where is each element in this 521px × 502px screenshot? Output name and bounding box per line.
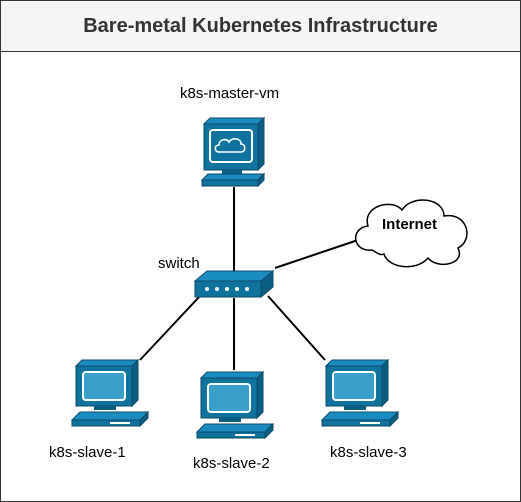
internet-label: Internet xyxy=(382,216,438,233)
cloud-icon xyxy=(355,199,468,268)
desktop-computer-icon xyxy=(196,371,274,439)
desktop-computer-icon xyxy=(71,359,149,427)
network-switch-icon xyxy=(193,269,275,299)
link-switch-internet xyxy=(274,239,359,269)
diagram-title: Bare-metal Kubernetes Infrastructure xyxy=(83,14,438,37)
switch-label: switch xyxy=(158,255,200,272)
slave2-label: k8s-slave-2 xyxy=(193,455,270,472)
slave1-label: k8s-slave-1 xyxy=(49,444,126,461)
master-label: k8s-master-vm xyxy=(180,85,280,102)
link-switch-slave1 xyxy=(139,295,201,361)
slave3-label: k8s-slave-3 xyxy=(330,444,407,461)
monitor-cloud-icon xyxy=(200,116,266,188)
link-switch-slave3 xyxy=(267,295,326,361)
title-bar: Bare-metal Kubernetes Infrastructure xyxy=(1,1,520,52)
desktop-computer-icon xyxy=(321,359,399,427)
